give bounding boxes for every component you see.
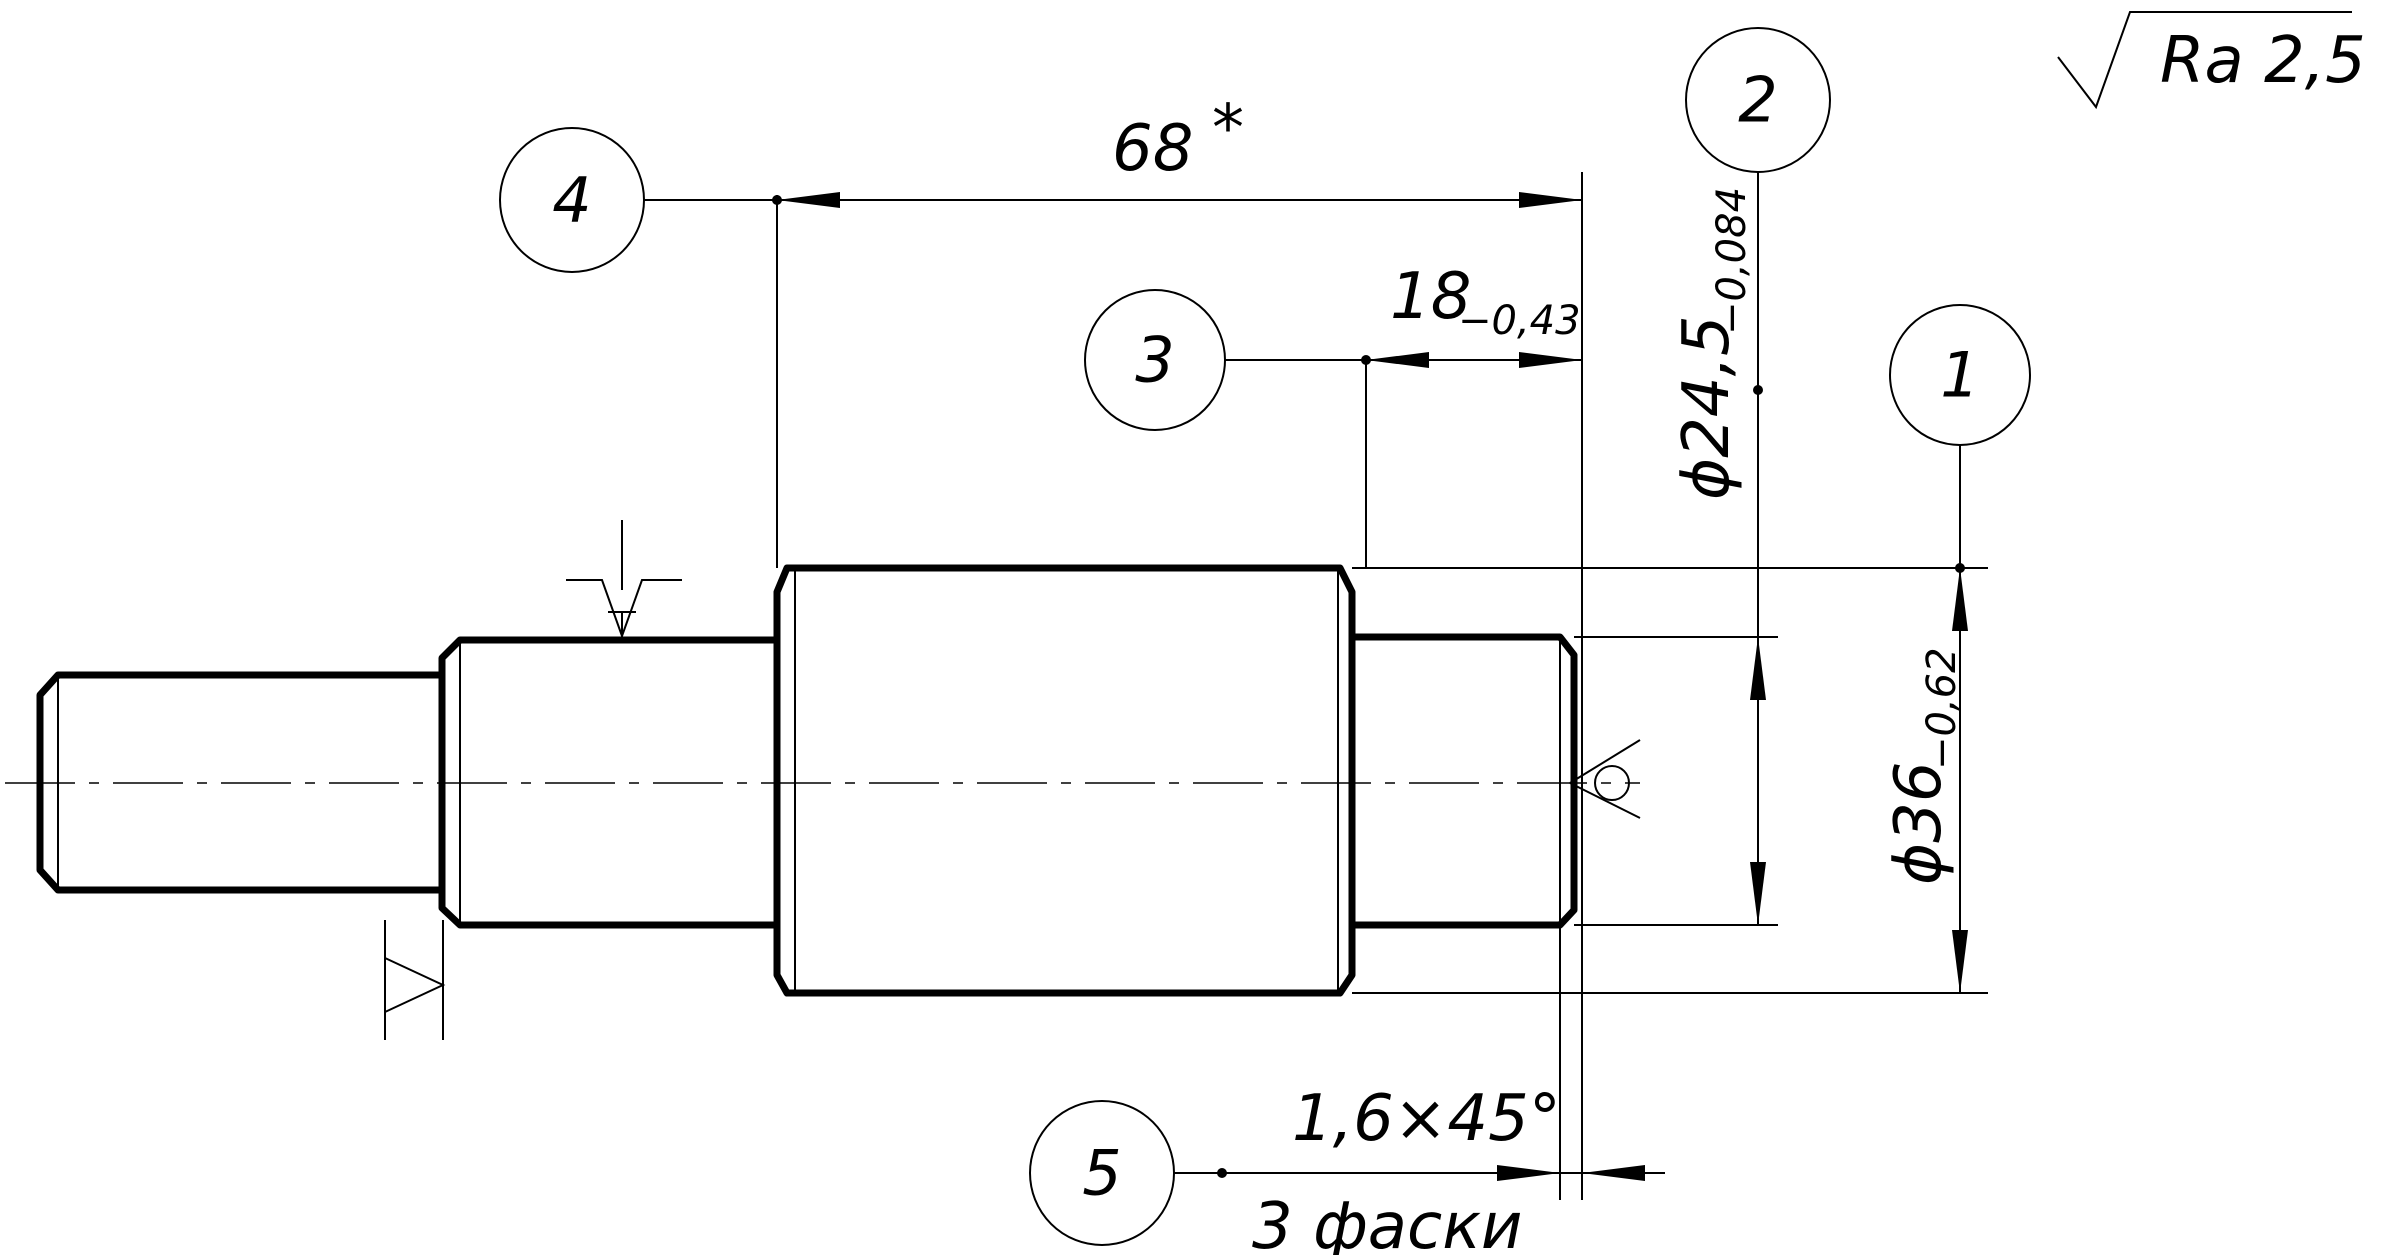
callout-2: 2 [1685,27,1831,173]
step-length-tolerance: −0,43 [1458,298,1581,344]
dimension-overall-length: 68 * [646,92,1582,208]
callout-1: 1 [1889,304,2031,568]
overall-length-value: 68 [1112,112,1193,186]
overall-length-mark: * [1212,92,1244,166]
callout-3: 3 [1084,289,1366,431]
large-diameter-value: ϕ36 [1882,761,1956,885]
callout-4-number: 4 [552,164,591,237]
center-point-symbol [1569,739,1641,819]
callout-2-number: 2 [1738,64,1777,137]
dimension-large-diameter: ϕ36 −0,62 [1882,445,1968,993]
shaft-outline [36,564,1578,997]
callout-5: 5 [1029,1100,1222,1246]
chamfer-note: 3 фаски [1252,1190,1522,1255]
step-length-value: 18 [1390,260,1471,334]
callout-3-number: 3 [1135,324,1174,397]
large-diameter-tolerance: −0,62 [1919,647,1965,770]
chamfer-size: 1,6×45° [1292,1082,1561,1156]
callout-1-number: 1 [1940,339,1979,412]
dimension-small-diameter: ϕ24,5 −0,084 [1670,172,1766,925]
extension-lines [776,172,1988,1200]
roughness-label: Ra 2,5 [2160,24,2366,98]
callout-5-number: 5 [1082,1137,1121,1210]
dimension-step-length: 18 −0,43 [1225,260,1582,368]
small-diameter-tolerance: −0,084 [1709,187,1755,335]
callout-4: 4 [499,127,777,273]
small-diameter-value: ϕ24,5 [1670,315,1744,500]
dimension-chamfer: 1,6×45° 3 фаски [1176,1082,1665,1255]
datum-symbol-top [566,520,682,640]
datum-symbol-left [384,920,446,1040]
general-roughness-symbol: Ra 2,5 [2057,11,2366,110]
